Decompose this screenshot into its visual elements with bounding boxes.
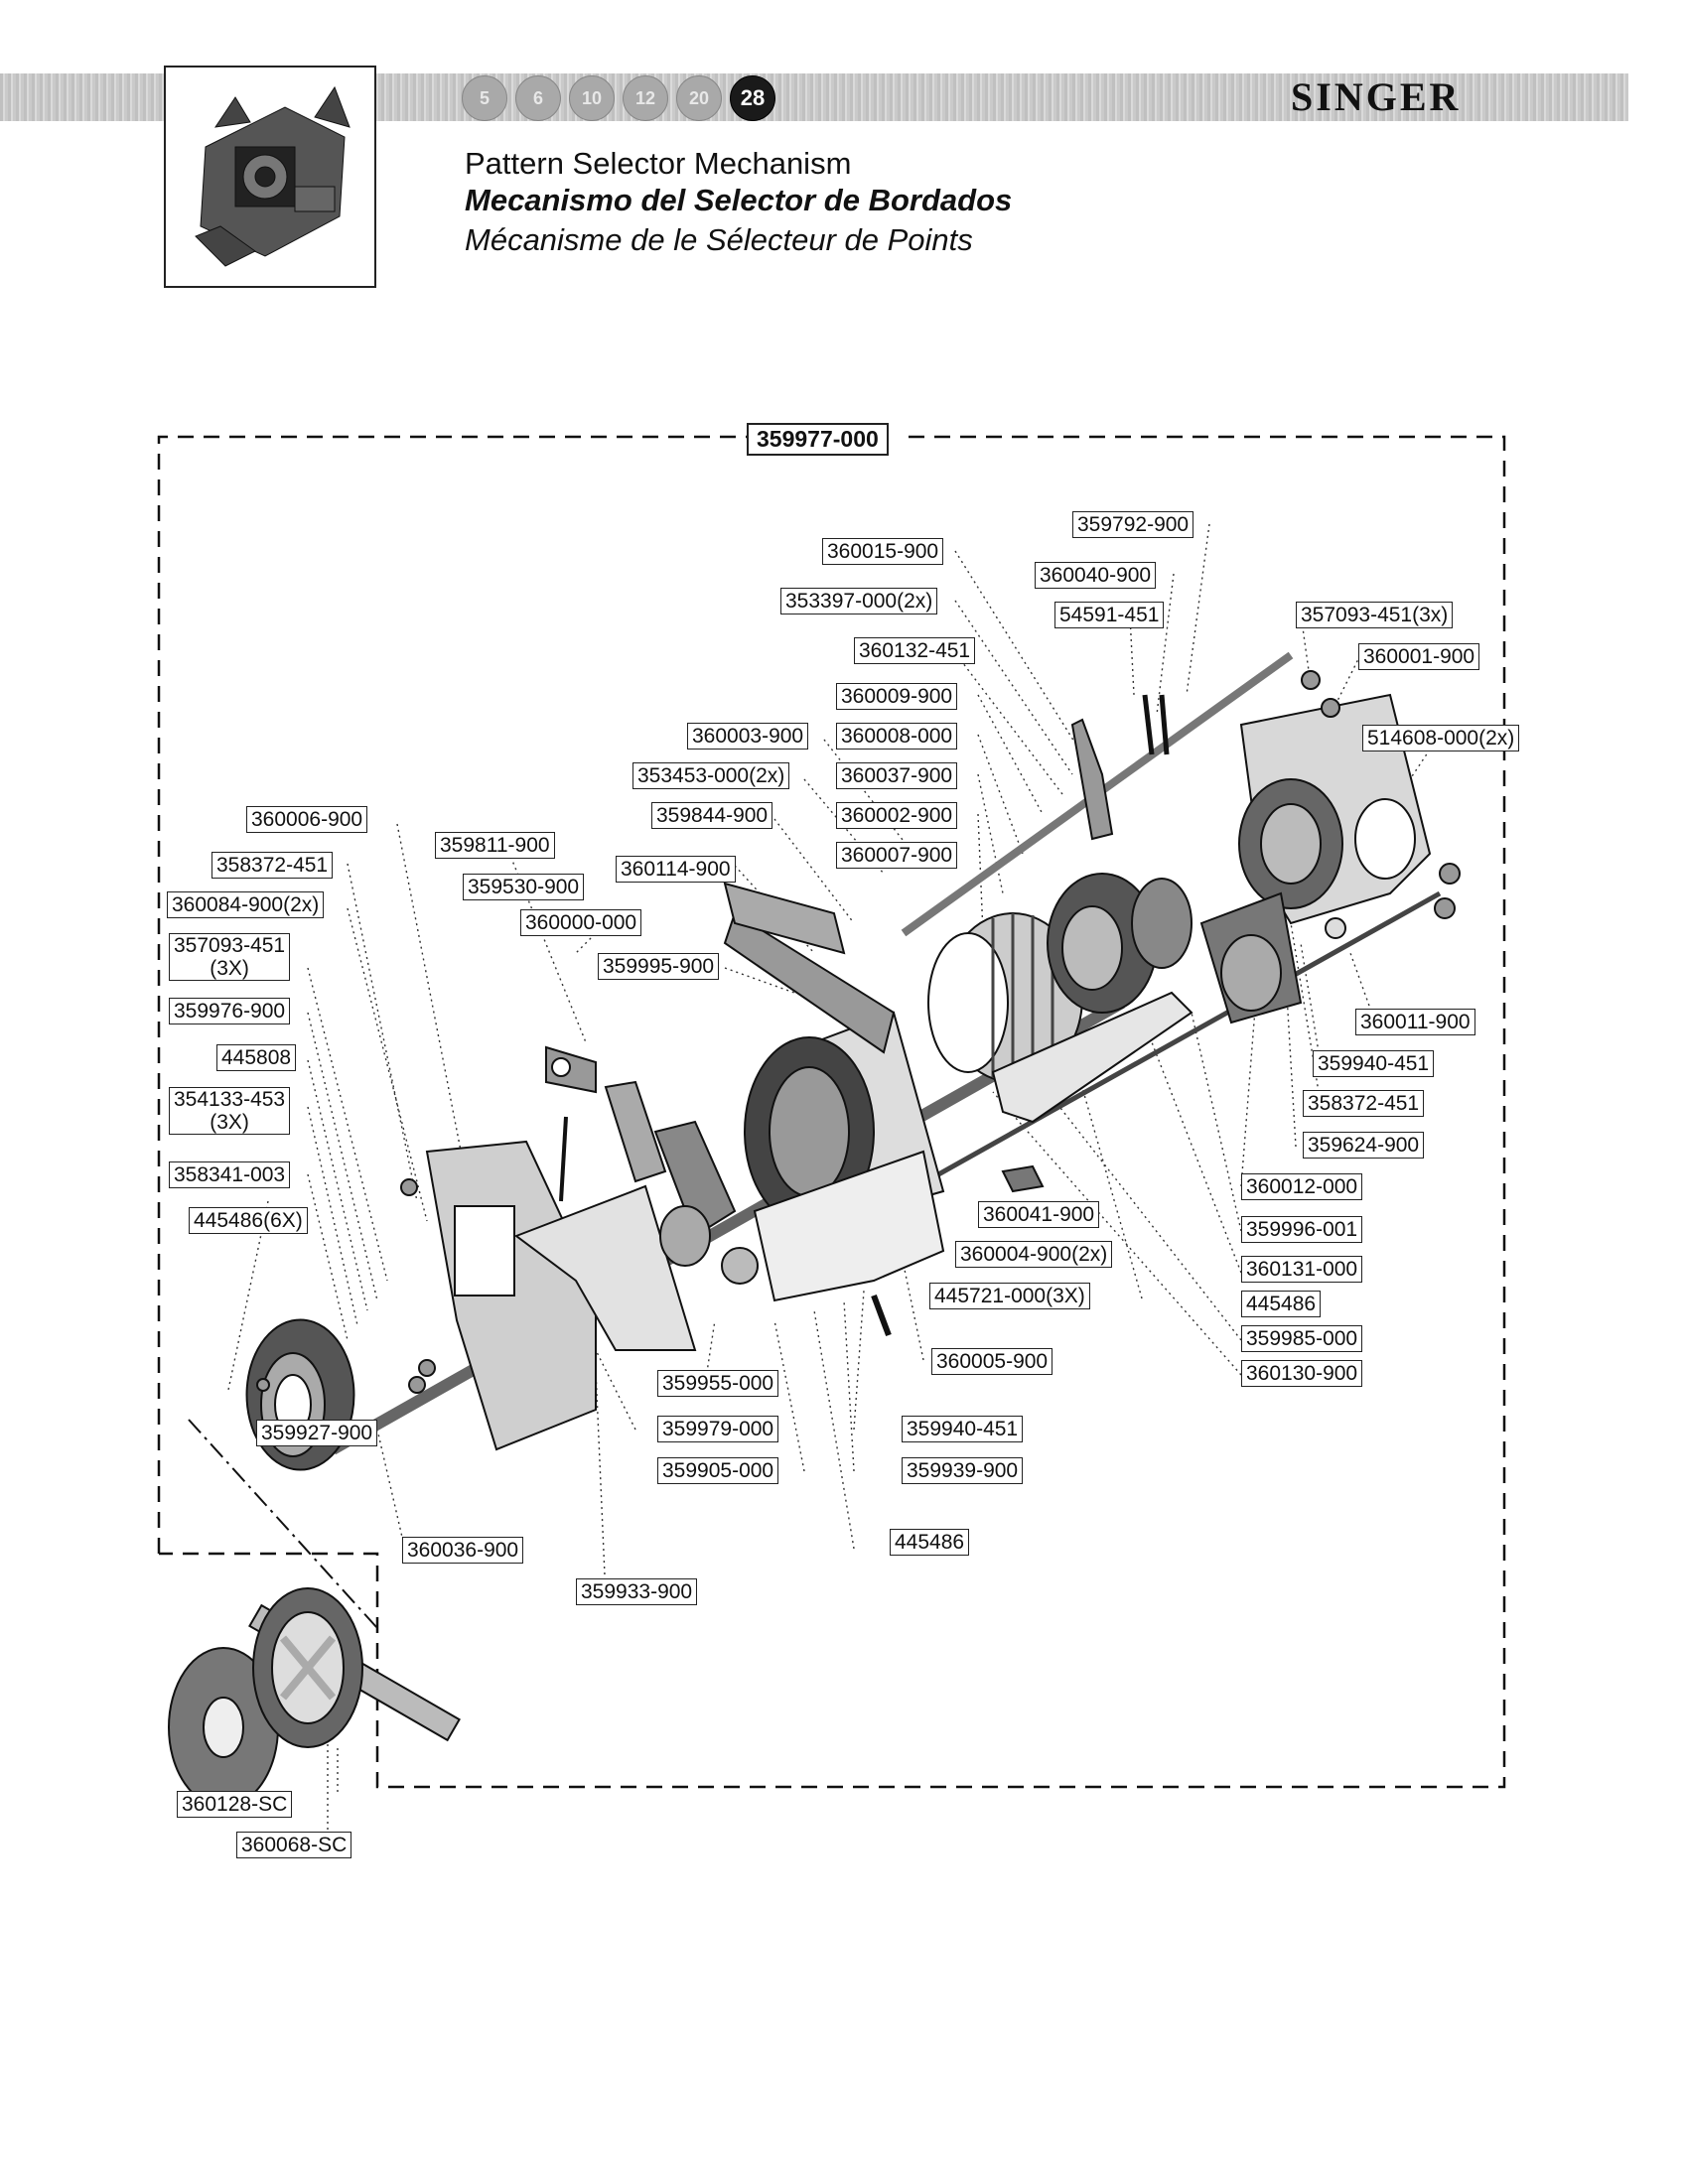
part-label-514608-000-2x[interactable]: 514608-000(2x) [1362, 725, 1520, 751]
part-label-445808[interactable]: 445808 [216, 1044, 297, 1071]
title-spanish: Mecanismo del Selector de Bordados [465, 183, 1013, 217]
part-label-360114-900[interactable]: 360114-900 [616, 856, 736, 883]
part-label-359940-451-b[interactable]: 359940-451 [902, 1416, 1024, 1442]
part-label-445486-c[interactable]: 445486 [890, 1529, 970, 1556]
title-english: Pattern Selector Mechanism [465, 146, 852, 181]
part-label-360037-900[interactable]: 360037-900 [836, 762, 958, 789]
part-label-360004-900-2x[interactable]: 360004-900(2x) [955, 1241, 1113, 1268]
part-label-360132-451[interactable]: 360132-451 [854, 637, 976, 664]
part-label-359844-900[interactable]: 359844-900 [651, 802, 773, 829]
part-label-360011-900[interactable]: 360011-900 [1355, 1009, 1475, 1035]
page-circle-10[interactable]: 10 [569, 75, 615, 121]
page-circle-6[interactable]: 6 [515, 75, 561, 121]
part-label-445486-6x[interactable]: 445486(6X) [189, 1207, 308, 1234]
part-label-359979-000[interactable]: 359979-000 [657, 1416, 779, 1442]
page-circle-5[interactable]: 5 [462, 75, 507, 121]
part-label-359996-001[interactable]: 359996-001 [1241, 1216, 1363, 1243]
part-label-360005-900[interactable]: 360005-900 [931, 1348, 1053, 1375]
page-circle-20[interactable]: 20 [676, 75, 722, 121]
part-label-359955-000[interactable]: 359955-000 [657, 1370, 779, 1397]
part-label-text-line: 354133-453 [174, 1088, 286, 1111]
part-label-359811-900[interactable]: 359811-900 [435, 832, 555, 859]
part-label-359933-900[interactable]: 359933-900 [576, 1578, 698, 1605]
part-label-54591-451[interactable]: 54591-451 [1054, 602, 1165, 628]
part-label-qty-line: (3X) [210, 957, 249, 980]
part-label-360068-sc[interactable]: 360068-SC [236, 1832, 352, 1858]
part-label-358341-003[interactable]: 358341-003 [169, 1161, 291, 1188]
part-label-359976-900[interactable]: 359976-900 [169, 998, 291, 1024]
part-label-360007-900[interactable]: 360007-900 [836, 842, 958, 869]
bearing-parts-drawing [168, 1587, 363, 1808]
mechanism-thumbnail-image [195, 85, 351, 267]
bearing-leader [188, 1419, 378, 1629]
part-label-360015-900[interactable]: 360015-900 [822, 538, 944, 565]
mechanism-drawing [245, 651, 1461, 1742]
part-label-359905-000[interactable]: 359905-000 [657, 1457, 779, 1484]
part-label-359927-900[interactable]: 359927-900 [256, 1420, 378, 1446]
part-label-qty-line: (3X) [210, 1111, 249, 1134]
page-circle-12[interactable]: 12 [623, 75, 668, 121]
part-label-360130-900[interactable]: 360130-900 [1241, 1360, 1363, 1387]
part-label-359985-000[interactable]: 359985-000 [1241, 1325, 1363, 1352]
part-label-360001-900[interactable]: 360001-900 [1358, 643, 1480, 670]
part-label-357093-451-3x-b[interactable]: 357093-451 (3X) [169, 933, 291, 981]
part-label-353397-000[interactable]: 353397-000(2x) [780, 588, 938, 614]
part-label-360040-900[interactable]: 360040-900 [1035, 562, 1157, 589]
part-label-360002-900[interactable]: 360002-900 [836, 802, 958, 829]
part-label-445486-b[interactable]: 445486 [1241, 1291, 1322, 1317]
title-french: Mécanisme de le Sélecteur de Points [465, 222, 973, 257]
part-label-353453-000-2x[interactable]: 353453-000(2x) [632, 762, 790, 789]
part-label-360000-000[interactable]: 360000-000 [520, 909, 642, 936]
part-label-358372-451-b[interactable]: 358372-451 [1303, 1090, 1425, 1117]
part-label-359530-900[interactable]: 359530-900 [463, 874, 585, 900]
assembly-part-number[interactable]: 359977-000 [747, 423, 889, 456]
part-label-360128-sc[interactable]: 360128-SC [177, 1791, 293, 1818]
part-label-359995-900[interactable]: 359995-900 [598, 953, 720, 980]
part-label-359939-900[interactable]: 359939-900 [902, 1457, 1024, 1484]
part-label-360131-000[interactable]: 360131-000 [1241, 1256, 1363, 1283]
part-label-360006-900[interactable]: 360006-900 [246, 806, 368, 833]
part-label-360012-000[interactable]: 360012-000 [1241, 1173, 1363, 1200]
mechanism-thumbnail [164, 66, 376, 288]
part-label-360008-000[interactable]: 360008-000 [836, 723, 958, 750]
part-label-357093-451-3x[interactable]: 357093-451(3x) [1296, 602, 1454, 628]
part-label-354133-453-3x[interactable]: 354133-453 (3X) [169, 1087, 291, 1135]
part-label-445721-000-3x[interactable]: 445721-000(3X) [929, 1283, 1090, 1309]
page-circle-28-active[interactable]: 28 [730, 75, 775, 121]
assembly-boundary [157, 435, 1506, 1789]
part-label-360009-900[interactable]: 360009-900 [836, 683, 958, 710]
part-label-359624-900[interactable]: 359624-900 [1303, 1132, 1425, 1159]
part-label-359940-451-a[interactable]: 359940-451 [1313, 1050, 1435, 1077]
part-label-text-line: 357093-451 [174, 934, 286, 957]
part-label-360084-900-2x[interactable]: 360084-900(2x) [167, 891, 325, 918]
part-label-360041-900[interactable]: 360041-900 [978, 1201, 1100, 1228]
page-index-circles: 5 6 10 12 20 28 [462, 75, 775, 121]
part-label-360003-900[interactable]: 360003-900 [687, 723, 809, 750]
part-label-360036-900[interactable]: 360036-900 [402, 1537, 524, 1564]
part-label-359792-900[interactable]: 359792-900 [1072, 511, 1194, 538]
brand-logo: SINGER [1291, 74, 1462, 119]
part-label-358372-451-a[interactable]: 358372-451 [211, 852, 334, 879]
